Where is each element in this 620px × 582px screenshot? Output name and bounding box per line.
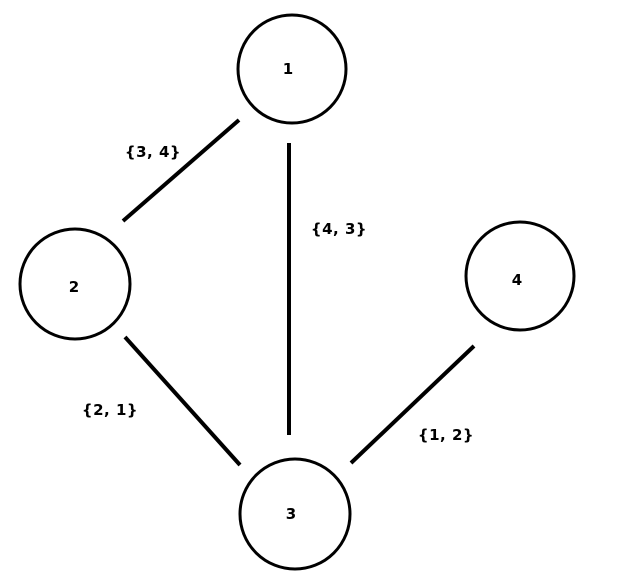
edge-line-2-3 bbox=[123, 335, 242, 467]
node-3-label: 3 bbox=[286, 505, 296, 523]
edge-label-1-2: {3, 4} bbox=[125, 143, 181, 161]
edge-label-1-3: {4, 3} bbox=[311, 220, 367, 238]
edge-label-4-3: {1, 2} bbox=[418, 426, 474, 444]
node-1: 1 bbox=[236, 13, 348, 125]
node-3-circle bbox=[238, 457, 352, 571]
node-2-label: 2 bbox=[69, 278, 79, 296]
node-2-circle bbox=[18, 227, 132, 341]
edges bbox=[121, 118, 476, 467]
edge-label-2-3: {2, 1} bbox=[82, 401, 138, 419]
edge-line-1-2 bbox=[121, 118, 241, 223]
node-2: 2 bbox=[18, 227, 132, 341]
node-4-label: 4 bbox=[512, 271, 522, 289]
node-1-label: 1 bbox=[283, 60, 293, 78]
edge-labels: {3, 4} {4, 3} {2, 1} {1, 2} bbox=[82, 143, 474, 444]
node-4: 4 bbox=[464, 220, 576, 332]
node-3: 3 bbox=[238, 457, 352, 571]
edge-line-4-3 bbox=[349, 344, 476, 465]
node-4-circle bbox=[464, 220, 576, 332]
node-1-circle bbox=[236, 13, 348, 125]
